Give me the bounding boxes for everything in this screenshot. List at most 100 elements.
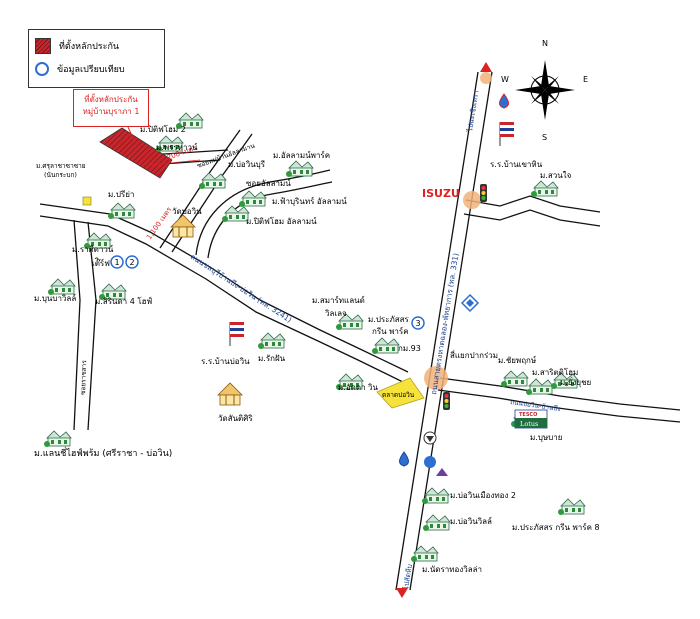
subject-swatch-icon <box>35 38 51 54</box>
isuzu-road-top <box>465 195 601 213</box>
label-m-addavin: ม.อัดดา วิน <box>338 383 379 392</box>
label-m-smartland: ม.สมาร์ทแลนด์ <box>312 295 365 305</box>
house-icon <box>198 172 227 190</box>
house-icon <box>371 337 400 355</box>
label-m-yangyuen: ม.ยั่งยุชย <box>560 376 591 387</box>
label-m-rachataw: ม.ราศีตาวน์ <box>72 244 114 254</box>
comparable-circle-icon <box>35 62 49 76</box>
compass-s: S <box>542 133 547 142</box>
label-green-park: กรีน พาร์ค <box>372 326 409 336</box>
comparable-markers: 1 2 3 <box>110 255 425 330</box>
house-icon <box>107 202 136 220</box>
diag-road-bottom <box>39 215 406 384</box>
house-icon <box>43 430 72 448</box>
school-flag-icon <box>229 322 244 346</box>
legend-comparable-label: ข้อมูลเปรียบเทียบ <box>57 65 125 75</box>
junction-north <box>480 72 492 84</box>
house-icon <box>525 378 554 396</box>
label-m-chaiyaphruek: ม.ชัยพฤกษ์ <box>498 355 536 365</box>
label-villej: วิลเลจ <box>324 309 347 318</box>
brand-square-icon <box>82 196 92 206</box>
label-m-rakfan: ม.รักฝัน <box>258 354 286 363</box>
place-labels: ม.ปิติฟโฮม 2 ม.พรรหาวน์ ม.บ่อวินบุรี ม.อ… <box>34 124 600 574</box>
tesco-lotus-logo: TESCO Lotus <box>514 409 548 429</box>
east-road-bottom <box>437 389 681 423</box>
house-icon <box>257 332 286 350</box>
house-icon <box>47 278 76 296</box>
label-m-pikanhawn: ม.พรรหาวน์ <box>156 142 198 152</box>
comparable-marker-2-label: 2 <box>130 258 135 267</box>
comparable-marker-3 <box>411 316 425 330</box>
east-road-top <box>439 377 681 411</box>
label-m-suanjai: ม.สวนใจ <box>540 171 572 180</box>
label-m-landmark: ม.แลนชี่ไฮฟ์พร้ม (ศรีราชา - บ่อวิน) <box>34 446 172 459</box>
label-wat-santisiri: วัดสันติศิริ <box>218 414 253 423</box>
compass-e: E <box>583 75 588 84</box>
lotus-label: Lotus <box>520 420 538 428</box>
compass-n: N <box>542 39 548 48</box>
house-icon <box>422 514 451 532</box>
house-icon <box>410 545 439 563</box>
label-m-sirinda: ม.สิรินดา 4 โฮฟ์ <box>95 296 153 306</box>
label-rr-bankhaohin: ร.ร.บ้านเขาหิน <box>490 160 543 169</box>
house-icon <box>238 190 267 208</box>
school-flag-icon <box>499 122 514 146</box>
callout-line2: หมู่บ้านบุราภา 1 <box>82 107 140 116</box>
legend: ที่ตั้งหลักประกัน ข้อมูลเปรียบเทียบ <box>28 29 165 88</box>
bowin-market-area <box>376 377 425 409</box>
callout-pointer <box>127 126 135 141</box>
label-m-bowinvill: ม.บ่อวินวิลล์ <box>450 516 492 526</box>
comparable-marker-1 <box>110 255 124 269</box>
label-km93: กม.93 <box>398 344 421 353</box>
south-arrow-tip <box>396 588 408 598</box>
label-m-pisit-alaman: ม.ปิติฟโฮม อัลลามน์ <box>246 216 317 226</box>
label-wat-bowin: วัดบ่อวิน <box>172 207 202 216</box>
label-m-pisit2: ม.ปิติฟโฮม 2 <box>140 124 186 134</box>
gas-station-icon <box>499 93 509 109</box>
diag-road-label: ถนนชลบุรีบ้านบึง-บ่อวิน (ทล. 3241) <box>189 252 294 324</box>
house-icon <box>285 160 314 178</box>
legend-row-comparable: ข้อมูลเปรียบเทียบ <box>35 62 125 76</box>
bank-diamond-icon <box>460 293 480 313</box>
label-m-bunbavill: ม.บุนบาวิลล์ <box>34 293 76 303</box>
label-m-srirachaa: ม.ศรุลาชาซาซาย(นันกระบก) <box>36 162 86 179</box>
north-arrow-tip <box>480 62 492 72</box>
compass-w: W <box>501 75 509 84</box>
label-m-alamanpark: ม.อัลลามน์พาร์ค <box>273 150 330 160</box>
label-sikak-plakram: สี่แยกปากร่วม <box>450 349 498 360</box>
temple-icon <box>170 214 196 238</box>
label-m-saresiti: ม.สาริตติโฮม <box>532 367 578 377</box>
house-icon <box>530 180 559 198</box>
main-highway-left <box>395 71 479 591</box>
label-rr-banbowin: ร.ร.บ้านบ่อวิน <box>201 357 250 366</box>
junction-isuzu <box>463 191 481 209</box>
label-m-bowin-muang: ม.บ่อวินเมืองทอง 2 <box>450 491 516 500</box>
main-highway-right <box>409 71 493 591</box>
to-chachoengsao-label: ไปฉะเชิงเทรา <box>465 90 481 134</box>
soi-chao-label: ซอยราชสาร <box>79 360 88 396</box>
legend-row-subject: ที่ตั้งหลักประกัน <box>35 38 119 54</box>
label-m-bunsai: ม.บุษบาย <box>530 433 562 442</box>
label-m-preeya: ม.ปรีย่า <box>108 190 134 199</box>
isuzu-logo: ISUZU <box>422 187 460 200</box>
comparable-marker-1-label: 1 <box>115 258 120 267</box>
temple-icon <box>217 382 243 406</box>
legend-subject-label: ที่ตั้งหลักประกัน <box>59 42 120 52</box>
house-icon <box>557 498 586 516</box>
comparable-marker-3-label: 3 <box>416 319 421 328</box>
comparable-marker-2 <box>125 255 139 269</box>
label-m-prakas: ม.ประภัสสร <box>368 315 410 324</box>
label-m-nattaratong: ม.นัดราทองวิลล่า <box>422 565 482 574</box>
house-icon <box>500 370 529 388</box>
label-m-fapburin: ม.ฟ้าบุรินทร์ อัลลามน์ <box>272 196 347 206</box>
subject-callout: ที่ตั้งหลักประกัน หมู่บ้านบุราภา 1 <box>73 89 149 127</box>
tesco-label: TESCO <box>519 412 537 418</box>
alamann-road-b <box>207 181 333 259</box>
junction-market <box>424 366 448 390</box>
compass-rose-icon: N S W E <box>501 39 588 142</box>
subject-location-parcel <box>99 127 173 179</box>
to-sattahip-label: ไปสัตหีบ <box>401 563 414 591</box>
label-teerif: เต๊ิร์ฟ <box>92 257 110 268</box>
label-m-prakas8: ม.ประภัสสร กรีน พาร์ค 8 <box>512 522 600 532</box>
